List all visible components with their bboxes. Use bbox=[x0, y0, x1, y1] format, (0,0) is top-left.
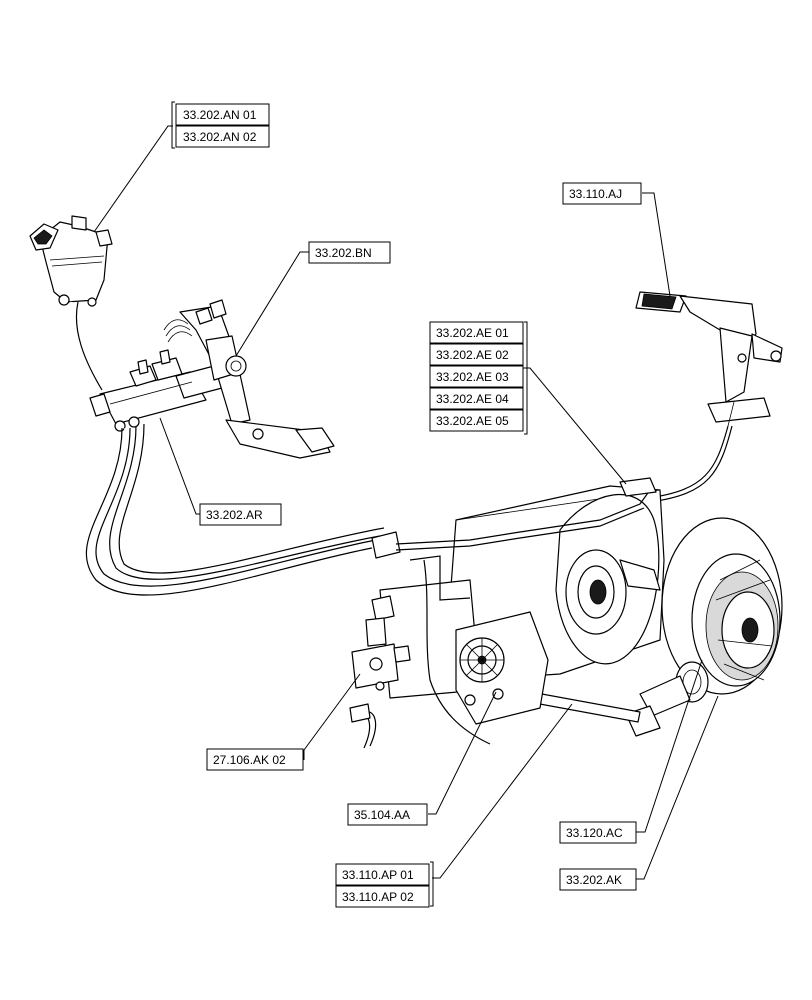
label-33-202-ae-02: 33.202.AE 02 bbox=[436, 348, 509, 362]
label-33-202-ak: 33.202.AK bbox=[566, 873, 622, 887]
label-33-202-bn: 33.202.BN bbox=[315, 246, 372, 260]
release-cylinder bbox=[625, 661, 709, 737]
hydraulic-hoses bbox=[85, 423, 401, 596]
label-33-202-ae-01: 33.202.AE 01 bbox=[436, 326, 509, 340]
master-cylinder bbox=[89, 349, 223, 432]
label-33-202-ar: 33.202.AR bbox=[206, 508, 263, 522]
valve-pipe bbox=[349, 703, 377, 749]
callout-33-110-aj[interactable]: 33.110.AJ bbox=[562, 182, 642, 205]
label-33-202-ae-03: 33.202.AE 03 bbox=[436, 370, 509, 384]
callout-27-106-ak-02[interactable]: 27.106.AK 02 bbox=[206, 748, 304, 771]
brake-disc-assembly bbox=[661, 517, 783, 695]
fluid-reservoir bbox=[29, 215, 113, 307]
label-33-202-an-01: 33.202.AN 01 bbox=[183, 108, 257, 122]
label-33-202-ae-05: 33.202.AE 05 bbox=[436, 414, 509, 428]
callout-35-104-aa[interactable]: 35.104.AA bbox=[347, 803, 428, 826]
hand-brake-lever bbox=[635, 291, 783, 427]
reservoir-hose bbox=[68, 301, 103, 393]
callout-33-202-ak[interactable]: 33.202.AK bbox=[559, 868, 637, 891]
callout-33-110-ap[interactable]: 33.110.AP 01 33.110.AP 02 bbox=[335, 861, 434, 908]
leader-lines bbox=[93, 125, 719, 880]
valve-block bbox=[351, 617, 411, 691]
label-33-110-aj: 33.110.AJ bbox=[569, 187, 622, 201]
label-33-110-ap-02: 33.110.AP 02 bbox=[342, 890, 414, 904]
label-27-106-ak-02: 27.106.AK 02 bbox=[213, 753, 286, 767]
callout-33-202-bn[interactable]: 33.202.BN bbox=[308, 241, 391, 264]
callout-33-202-an[interactable]: 33.202.AN 01 33.202.AN 02 bbox=[171, 101, 270, 149]
label-33-202-an-02: 33.202.AN 02 bbox=[183, 130, 257, 144]
pedal-assembly bbox=[163, 299, 335, 459]
gear-pump bbox=[455, 611, 549, 725]
callout-33-202-ae[interactable]: 33.202.AE 01 33.202.AE 02 33.202.AE 03 3… bbox=[429, 321, 528, 435]
label-35-104-aa: 35.104.AA bbox=[354, 808, 410, 822]
callout-33-202-ar[interactable]: 33.202.AR bbox=[199, 503, 282, 526]
flange-plate bbox=[555, 493, 661, 665]
label-33-110-ap-01: 33.110.AP 01 bbox=[342, 868, 414, 882]
callout-33-120-ac[interactable]: 33.120.AC bbox=[559, 821, 637, 844]
label-33-202-ae-04: 33.202.AE 04 bbox=[436, 392, 509, 406]
label-33-120-ac: 33.120.AC bbox=[566, 826, 623, 840]
transmission-pipes bbox=[395, 477, 657, 745]
